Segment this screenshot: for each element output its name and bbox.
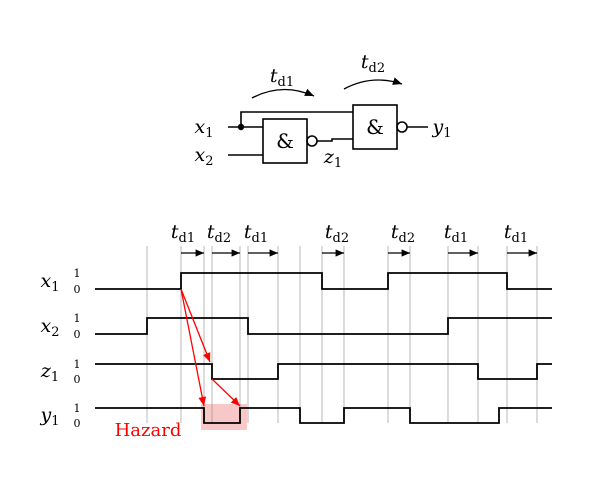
circuit <box>228 104 428 164</box>
hazard-arrow-x1-z1 <box>180 288 211 363</box>
signal-label-z1: z1 <box>40 360 59 385</box>
junction-dot <box>237 123 245 131</box>
waveform-z1 <box>95 363 552 380</box>
delay-label-6: td1 <box>504 221 528 246</box>
waveform-x2 <box>95 317 552 335</box>
delay-arc-2 <box>343 77 403 90</box>
level-low-y1: 0 <box>74 417 81 430</box>
hazard-label: Hazard <box>115 420 182 441</box>
delay-label-3: td2 <box>325 221 349 246</box>
z1-wire <box>317 138 353 142</box>
circuit-delay-label-td2: td2 <box>361 51 385 76</box>
hazard-arrow-z1-y1 <box>211 378 241 407</box>
inverter-bubble-2 <box>396 121 408 133</box>
level-high-x1: 1 <box>74 267 81 280</box>
circuit-label-x1: x1 <box>195 116 214 141</box>
delay-label-4: td2 <box>391 221 415 246</box>
level-high-z1: 1 <box>74 358 81 371</box>
inverter-bubble-1 <box>306 135 318 147</box>
waveform-y1 <box>95 407 552 424</box>
level-low-x2: 0 <box>74 328 81 341</box>
circuit-label-y1: y1 <box>431 116 451 141</box>
signal-label-x1: x1 <box>41 270 60 295</box>
gate-1-symbol: & <box>276 129 294 153</box>
hazard-arrow-x1-y1 <box>180 288 207 407</box>
level-low-x1: 0 <box>74 283 81 296</box>
waveform-x1 <box>95 272 552 290</box>
circuit-label-x2: x2 <box>195 144 214 169</box>
delay-label-2: td1 <box>244 221 268 246</box>
delay-label-1: td2 <box>207 221 231 246</box>
level-low-z1: 0 <box>74 373 81 386</box>
level-high-y1: 1 <box>74 402 81 415</box>
circuit-delay-label-td1: td1 <box>270 65 294 90</box>
delay-arc-1 <box>251 88 315 99</box>
circuit-label-z1: z1 <box>323 146 342 171</box>
level-high-x2: 1 <box>74 312 81 325</box>
signal-label-y1: y1 <box>39 404 59 429</box>
signal-label-x2: x2 <box>41 315 60 340</box>
gate-2-symbol: & <box>366 115 384 139</box>
delay-label-5: td1 <box>444 221 468 246</box>
delay-label-0: td1 <box>171 221 195 246</box>
x1-branch-wire <box>240 111 353 127</box>
timing-diagram: x1 1 0 x2 1 0 z1 1 0 y1 1 0 td1 td2 td1 td2 td2 td1 td1 <box>39 221 552 430</box>
